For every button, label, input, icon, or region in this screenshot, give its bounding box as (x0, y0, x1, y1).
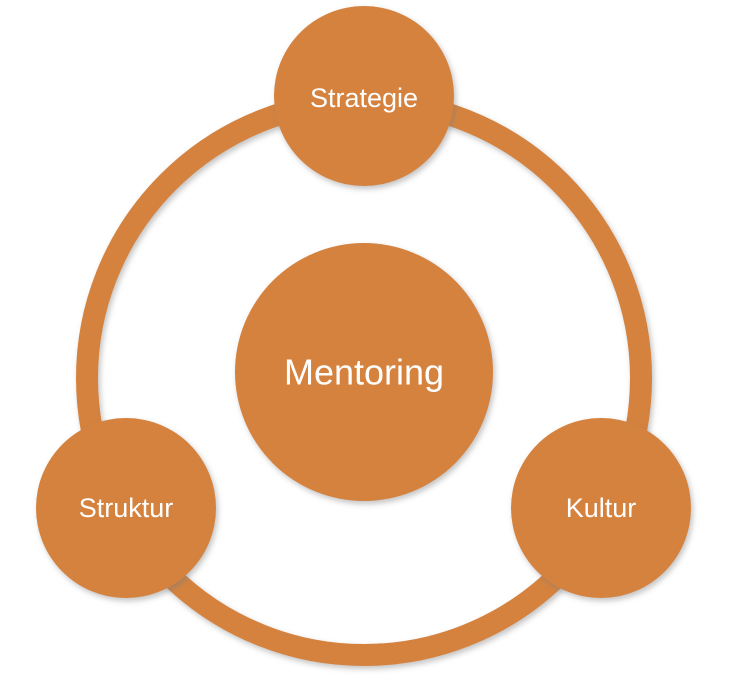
node-kultur-circle (511, 418, 691, 598)
center-node-mentoring: Mentoring (235, 243, 493, 501)
node-kultur: Kultur (511, 418, 691, 598)
node-struktur-circle (36, 418, 216, 598)
node-strategie-label: Strategie (310, 83, 418, 113)
node-strategie-circle (274, 6, 454, 186)
node-struktur-label: Struktur (79, 493, 174, 523)
center-node-circle (235, 243, 493, 501)
node-struktur: Struktur (36, 418, 216, 598)
node-kultur-label: Kultur (566, 493, 637, 523)
center-node-label: Mentoring (284, 352, 444, 393)
node-strategie: Strategie (274, 6, 454, 186)
